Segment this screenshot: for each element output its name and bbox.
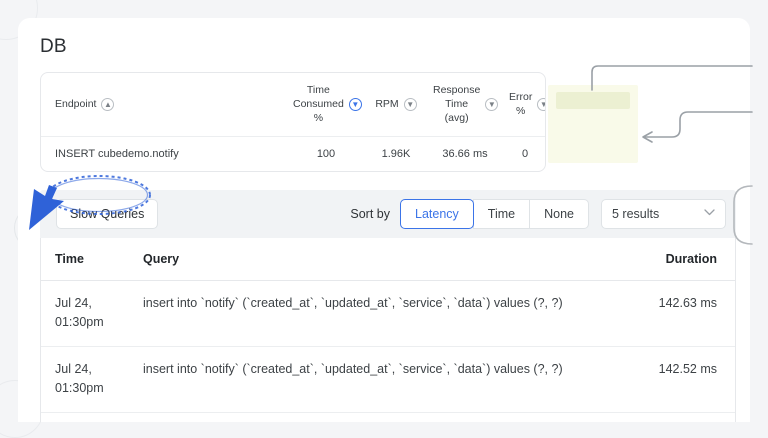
slow-queries-table-container: Time Query Duration Jul 24, 01:30pm inse… [40, 238, 736, 422]
side-note-card-header [556, 92, 630, 109]
cell-duration: 141.65 ms [627, 412, 735, 422]
circle-arrow-up-icon[interactable]: ▲ [101, 97, 115, 111]
table-row[interactable]: Jul 24, 01:30pm insert into `notify` (`c… [41, 346, 735, 413]
cell-query: insert into `notify` (`created_at`, `upd… [129, 346, 627, 413]
cell-time: Jul 24, 01:30pm [41, 280, 129, 347]
cell-response-time: 36.66 ms [427, 135, 503, 171]
cell-time-line1: Jul 24, [55, 361, 92, 376]
column-header-rpm[interactable]: RPM ▼ [365, 73, 427, 136]
endpoints-header-row: Endpoint ▲ Time Consumed % ▼ [41, 73, 545, 136]
results-count-select[interactable]: 5 results [601, 199, 726, 229]
db-panel-card: DB Endpoint ▲ [18, 18, 750, 422]
cell-query: insert into `notify` (`created_at`, `upd… [129, 412, 627, 422]
results-count-value: 5 results [612, 207, 660, 221]
column-label-error-line2: % [516, 105, 526, 118]
page-title: DB [40, 36, 67, 57]
cell-time: Jul 24, 01:31pm [41, 412, 129, 422]
column-label-rpm: RPM [375, 98, 399, 111]
cell-endpoint: INSERT cubedemo.notify [41, 135, 287, 171]
cell-error-pct: 0 [503, 135, 545, 171]
sort-by-label: Sort by [350, 207, 390, 221]
endpoints-table-container: Endpoint ▲ Time Consumed % ▼ [40, 72, 546, 172]
table-row[interactable]: Jul 24, 01:30pm insert into `notify` (`c… [41, 280, 735, 347]
table-row[interactable]: Jul 24, 01:31pm insert into `notify` (`c… [41, 412, 735, 422]
cell-time-line2: 01:30pm [55, 315, 104, 330]
column-header-endpoint[interactable]: Endpoint ▲ [41, 73, 287, 136]
sort-option-group: Latency Time None [400, 199, 589, 229]
cell-query: insert into `notify` (`created_at`, `upd… [129, 280, 627, 347]
column-label-error-line1: Error [509, 91, 533, 104]
slow-queries-table: Time Query Duration Jul 24, 01:30pm inse… [41, 238, 735, 422]
cell-duration: 142.52 ms [627, 346, 735, 413]
chevron-down-icon [704, 209, 715, 219]
table-row[interactable]: INSERT cubedemo.notify 100 1.96K 36.66 m… [41, 135, 545, 171]
cell-time-consumed: 100 [287, 135, 365, 171]
column-label-time-consumed-line1: Time [306, 84, 330, 96]
column-label-time-consumed-line3: % [313, 112, 324, 125]
side-note-card [548, 85, 638, 163]
column-label-response-time-line1: Response [433, 84, 481, 96]
column-label-time-consumed-line2: Consumed [293, 98, 344, 111]
endpoints-table: Endpoint ▲ Time Consumed % ▼ [41, 73, 545, 171]
slow-queries-toolbar: Slow Queries Sort by Latency Time None 5… [40, 190, 736, 238]
sort-option-none[interactable]: None [529, 199, 589, 229]
cell-time: Jul 24, 01:30pm [41, 346, 129, 413]
column-header-error-pct[interactable]: Error % ▼ [503, 73, 545, 136]
column-header-time-consumed[interactable]: Time Consumed % ▼ [287, 73, 365, 136]
circle-arrow-down-icon[interactable]: ▼ [348, 97, 362, 111]
column-label-response-time-line2: Time (avg) [444, 98, 469, 125]
slow-queries-tab[interactable]: Slow Queries [56, 199, 159, 229]
cell-duration: 142.63 ms [627, 280, 735, 347]
cell-time-line2: 01:30pm [55, 381, 104, 396]
circle-arrow-down-icon[interactable]: ▼ [485, 97, 499, 111]
cell-time-line1: Jul 24, [55, 296, 92, 310]
circle-arrow-down-icon[interactable]: ▼ [537, 97, 545, 111]
column-label-endpoint: Endpoint [55, 98, 97, 111]
cell-rpm: 1.96K [365, 135, 427, 171]
circle-arrow-down-icon[interactable]: ▼ [403, 97, 417, 111]
slow-queries-header-row: Time Query Duration [41, 238, 735, 281]
sort-controls: Sort by Latency Time None 5 results [350, 199, 726, 229]
column-header-time: Time [41, 238, 129, 281]
sort-option-time[interactable]: Time [472, 199, 531, 229]
sort-option-latency[interactable]: Latency [400, 199, 474, 229]
column-header-query: Query [129, 238, 627, 281]
slow-queries-panel: Slow Queries Sort by Latency Time None 5… [40, 190, 736, 422]
column-header-response-time[interactable]: Response Time (avg) ▼ [427, 73, 503, 136]
column-header-duration: Duration [627, 238, 735, 281]
